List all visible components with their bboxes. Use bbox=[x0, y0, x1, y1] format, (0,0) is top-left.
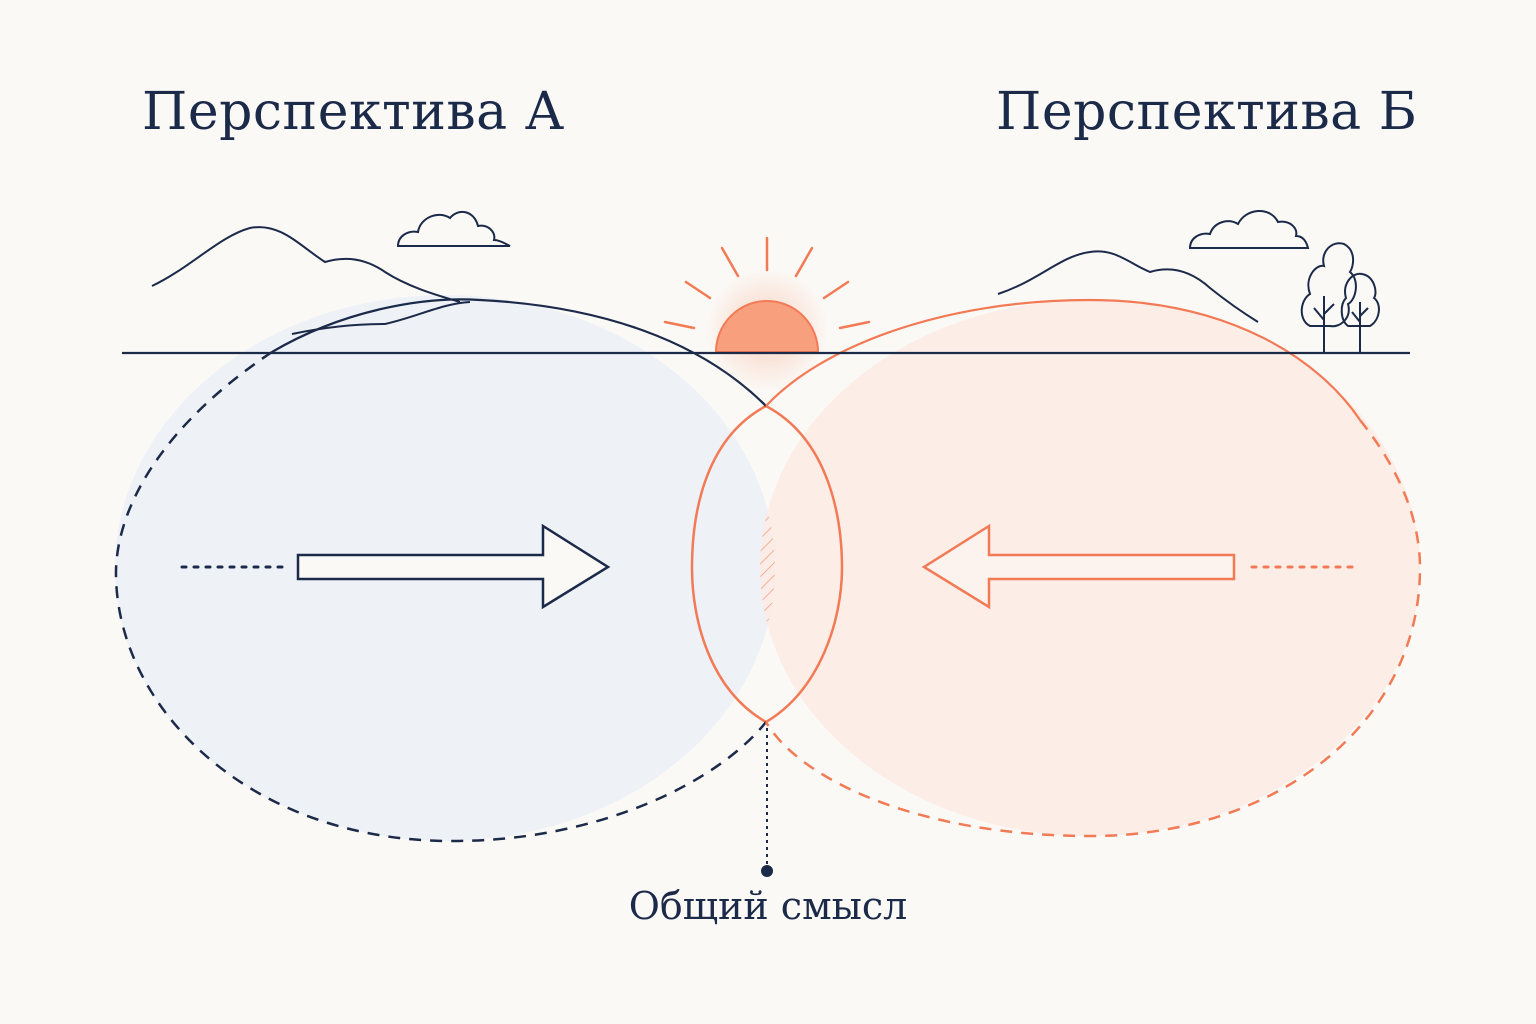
shared-meaning-label: Общий смысл bbox=[628, 884, 908, 928]
overlap-pointer-dot bbox=[761, 865, 773, 877]
arrow-right-icon bbox=[296, 523, 611, 610]
perspective-a-title: Перспектива А bbox=[142, 82, 565, 142]
mountain-icon bbox=[151, 226, 471, 335]
arrow-left-icon bbox=[921, 523, 1236, 610]
sun-icon bbox=[663, 236, 871, 392]
tree-icon bbox=[1300, 242, 1357, 353]
mountain-icon bbox=[997, 250, 1259, 323]
left-ellipse-dashed-arc bbox=[114, 350, 767, 843]
perspective-b-title: Перспектива Б bbox=[996, 82, 1418, 142]
left-ellipse-solid-arc bbox=[271, 298, 767, 407]
cloud-icon bbox=[1188, 210, 1310, 249]
cloud-icon bbox=[396, 210, 511, 247]
tree-icon bbox=[1340, 272, 1380, 353]
right-ellipse-dashed-arc bbox=[764, 419, 1422, 838]
right-ellipse-solid-arc bbox=[765, 298, 1361, 421]
